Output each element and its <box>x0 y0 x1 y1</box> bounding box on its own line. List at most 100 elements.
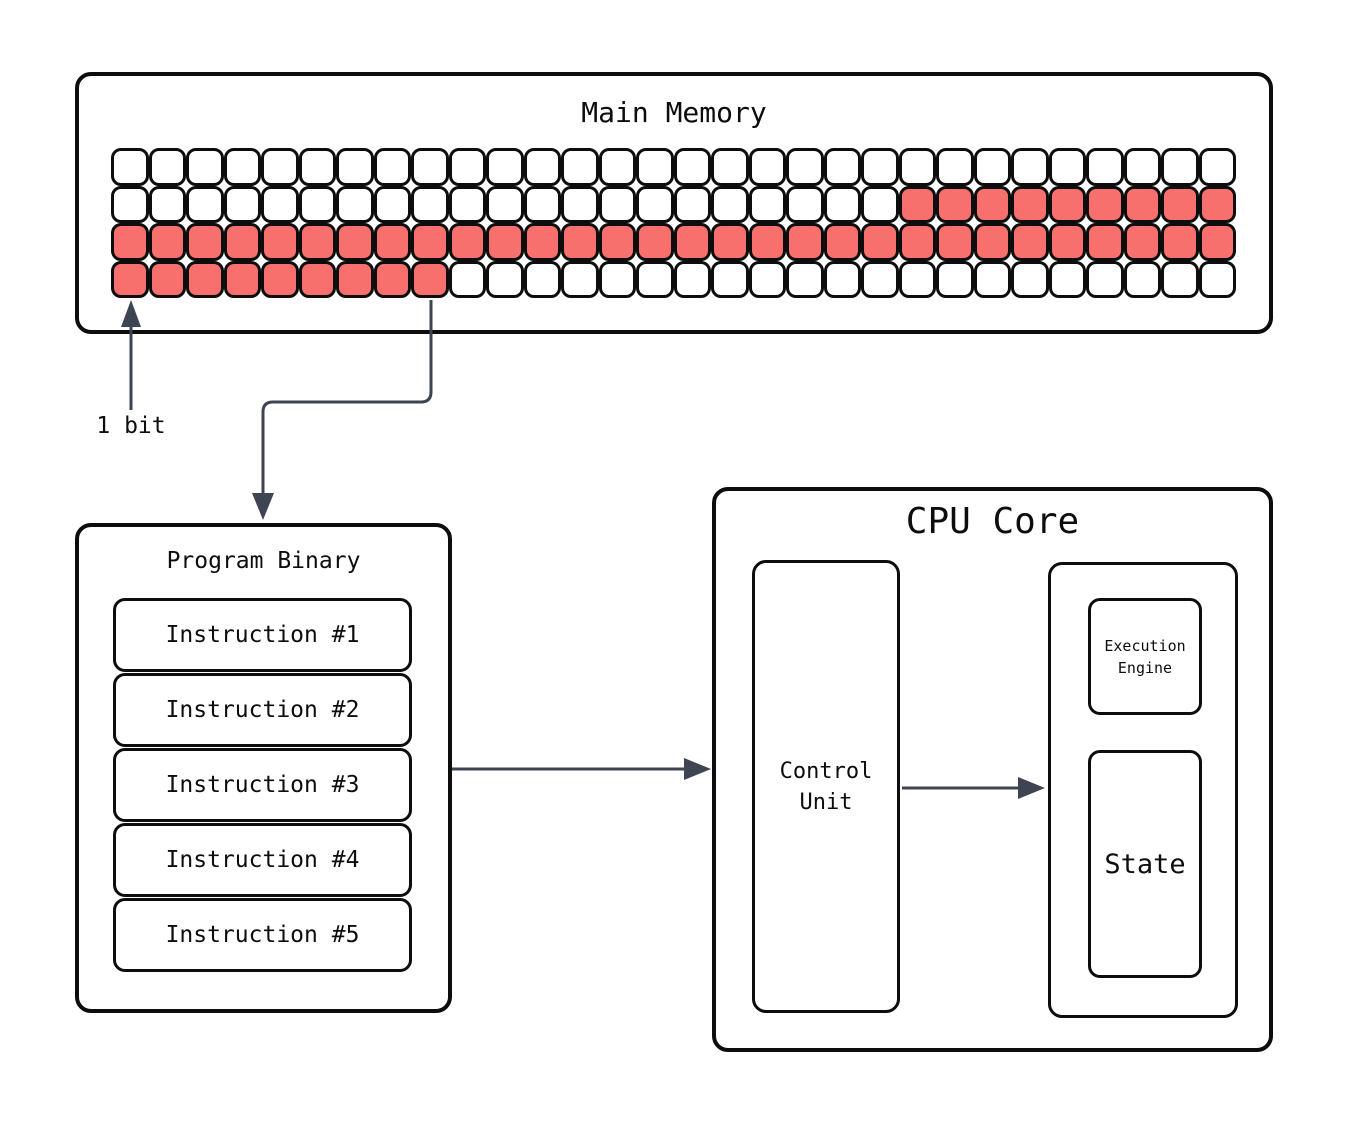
memory-bit-clear <box>711 185 749 223</box>
memory-bit-clear <box>711 148 749 186</box>
memory-bit-set <box>373 223 411 261</box>
state-label: State <box>1104 848 1186 880</box>
instruction-box: Instruction #2 <box>113 673 412 747</box>
memory-bit-set <box>1198 223 1236 261</box>
instruction-box: Instruction #3 <box>113 748 412 822</box>
memory-bit-set <box>1198 185 1236 223</box>
memory-bit-clear <box>786 148 824 186</box>
memory-bit-clear <box>298 148 336 186</box>
memory-bit-clear <box>186 148 224 186</box>
memory-bit-clear <box>786 260 824 298</box>
memory-bit-clear <box>336 148 374 186</box>
memory-bit-clear <box>261 185 299 223</box>
memory-bit-clear <box>561 260 599 298</box>
memory-bit-clear <box>1198 260 1236 298</box>
memory-bit-clear <box>598 185 636 223</box>
memory-bit-clear <box>448 148 486 186</box>
memory-bit-clear <box>336 185 374 223</box>
memory-bit-clear <box>561 185 599 223</box>
memory-bit-clear <box>111 148 149 186</box>
memory-bit-clear <box>523 148 561 186</box>
memory-bit-clear <box>186 185 224 223</box>
memory-bit-clear <box>448 185 486 223</box>
memory-bit-clear <box>1198 148 1236 186</box>
memory-bit-clear <box>111 185 149 223</box>
control-unit-label-line2: Unit <box>799 789 853 815</box>
memory-bit-clear <box>1048 148 1086 186</box>
control-unit-box: Control Unit <box>752 560 900 1013</box>
main-memory-box: Main Memory <box>75 72 1273 334</box>
memory-bit-set <box>336 223 374 261</box>
state-box: State <box>1088 750 1202 978</box>
instruction-box: Instruction #5 <box>113 898 412 972</box>
memory-bit-clear <box>636 185 674 223</box>
memory-bit-clear <box>411 185 449 223</box>
memory-bit-clear <box>1011 148 1049 186</box>
execution-engine-label-line2: Engine <box>1117 658 1173 677</box>
memory-bit-clear <box>486 260 524 298</box>
memory-bit-set <box>261 223 299 261</box>
memory-bit-clear <box>1123 260 1161 298</box>
memory-bit-set <box>898 185 936 223</box>
memory-bit-set <box>1123 185 1161 223</box>
memory-bit-clear <box>823 185 861 223</box>
memory-bit-clear <box>636 260 674 298</box>
memory-bit-set <box>823 223 861 261</box>
cpu-core-box: CPU Core Control Unit Execution Engine S… <box>712 487 1273 1052</box>
memory-bit-clear <box>561 148 599 186</box>
memory-bit-set <box>1048 223 1086 261</box>
memory-bit-set <box>1161 223 1199 261</box>
memory-bit-clear <box>1011 260 1049 298</box>
memory-bit-set <box>523 223 561 261</box>
memory-bit-set <box>223 260 261 298</box>
memory-bit-set <box>1086 223 1124 261</box>
memory-bit-set <box>636 223 674 261</box>
memory-bit-set <box>973 223 1011 261</box>
memory-bit-clear <box>786 185 824 223</box>
memory-bit-clear <box>711 260 749 298</box>
memory-bit-set <box>148 260 186 298</box>
memory-bit-clear <box>148 148 186 186</box>
memory-bit-set <box>1011 185 1049 223</box>
memory-bit-clear <box>673 260 711 298</box>
memory-bit-set <box>1123 223 1161 261</box>
memory-bit-clear <box>486 185 524 223</box>
bit-label: 1 bit <box>96 413 166 439</box>
memory-bit-set <box>861 223 899 261</box>
memory-bit-set <box>448 223 486 261</box>
memory-bit-set <box>261 260 299 298</box>
memory-bit-clear <box>598 260 636 298</box>
execution-engine-box: Execution Engine <box>1088 598 1202 715</box>
memory-bit-clear <box>1048 260 1086 298</box>
memory-bit-clear <box>823 260 861 298</box>
memory-bit-clear <box>973 260 1011 298</box>
program-to-cpu-arrowhead <box>684 758 711 780</box>
memory-bit-clear <box>1086 148 1124 186</box>
memory-bit-clear <box>261 148 299 186</box>
memory-bit-set <box>148 223 186 261</box>
memory-bit-clear <box>1161 148 1199 186</box>
cpu-core-title: CPU Core <box>905 501 1080 542</box>
memory-bit-set <box>1011 223 1049 261</box>
memory-bit-set <box>786 223 824 261</box>
memory-bit-set <box>373 260 411 298</box>
memory-bit-set <box>748 223 786 261</box>
memory-to-program-arrowhead <box>252 493 274 520</box>
memory-bit-clear <box>898 148 936 186</box>
memory-bit-set <box>936 185 974 223</box>
memory-bit-clear <box>223 185 261 223</box>
memory-bit-clear <box>936 148 974 186</box>
instruction-box: Instruction #4 <box>113 823 412 897</box>
instruction-box: Instruction #1 <box>113 598 412 672</box>
memory-bit-clear <box>411 148 449 186</box>
memory-bit-set <box>673 223 711 261</box>
memory-bit-set <box>898 223 936 261</box>
memory-bit-clear <box>1161 260 1199 298</box>
memory-bit-set <box>186 223 224 261</box>
memory-bit-clear <box>373 185 411 223</box>
memory-bit-clear <box>861 148 899 186</box>
memory-bit-clear <box>748 260 786 298</box>
memory-bit-clear <box>486 148 524 186</box>
